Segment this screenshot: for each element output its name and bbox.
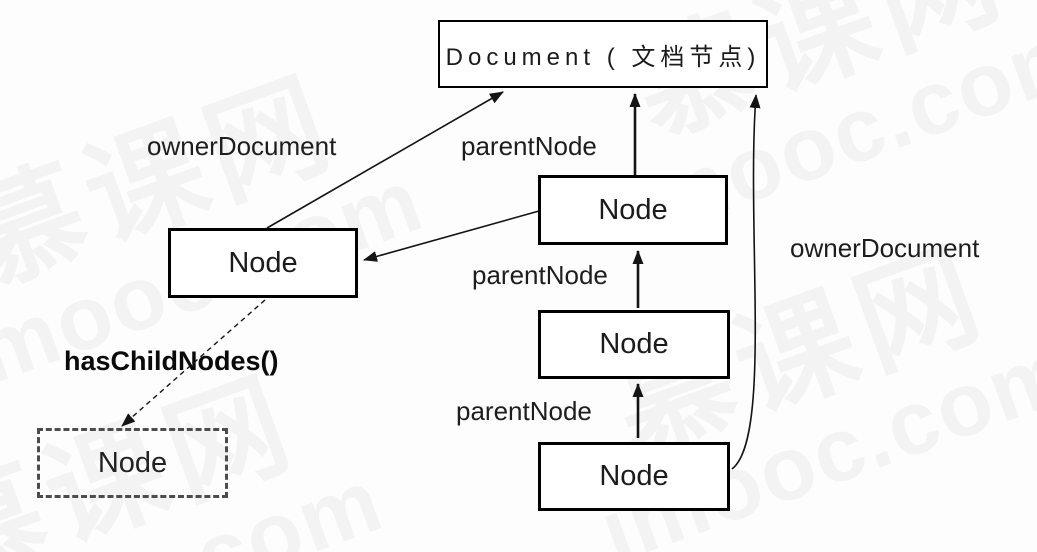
document-node-label: Document ( 文档节点) — [445, 43, 761, 71]
arrow-owner-document-right-curve — [731, 94, 761, 470]
edge-label-owner-document-left: ownerDocument — [147, 131, 337, 161]
document-node-box: Document ( 文档节点) — [438, 20, 768, 88]
edge-label-parent-node-top: parentNode — [461, 131, 597, 161]
node-label: Node — [599, 460, 669, 492]
arrow-has-child-nodes-dashed — [121, 299, 266, 427]
node-box-middle-center: Node — [538, 310, 730, 379]
node-box-middle-top: Node — [538, 175, 728, 245]
edge-label-parent-node-middle: parentNode — [472, 260, 608, 290]
node-box-left: Node — [168, 228, 358, 298]
node-box-bottom: Node — [538, 442, 730, 511]
node-box-dashed-child: Node — [37, 428, 228, 498]
arrow-mid-top-to-left-node — [363, 210, 540, 262]
edge-label-has-child-nodes: hasChildNodes() — [64, 346, 279, 376]
node-label: Node — [598, 193, 668, 226]
arrow-owner-document-left — [266, 91, 504, 229]
edge-label-owner-document-right: ownerDocument — [790, 233, 980, 263]
node-label: Node — [228, 246, 298, 279]
node-label: Node — [599, 328, 669, 360]
node-label: Node — [97, 446, 168, 479]
edge-label-parent-node-bottom: parentNode — [456, 396, 592, 426]
